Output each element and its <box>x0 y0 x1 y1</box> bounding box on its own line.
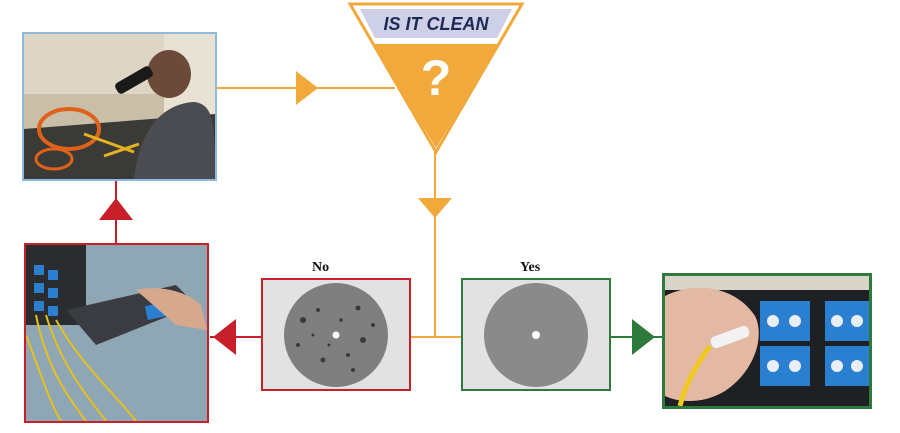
inspection-photo <box>22 32 217 181</box>
decision-node <box>347 2 525 155</box>
arrow-up-icon <box>99 198 133 220</box>
yes-label: Yes <box>520 260 541 275</box>
decision-title: IS IT CLEAN <box>383 14 489 34</box>
question-mark-icon: ? <box>420 50 452 106</box>
probe-photo <box>24 243 209 423</box>
arrow-right-green-icon <box>632 319 655 355</box>
arrow-right-icon <box>296 71 318 105</box>
no-label: No <box>312 260 330 275</box>
connect-photo <box>662 273 872 409</box>
clean-endface-image <box>461 278 611 391</box>
arrow-left-icon <box>213 319 236 355</box>
arrow-down-icon <box>418 198 452 218</box>
dirty-endface-image <box>261 278 411 391</box>
